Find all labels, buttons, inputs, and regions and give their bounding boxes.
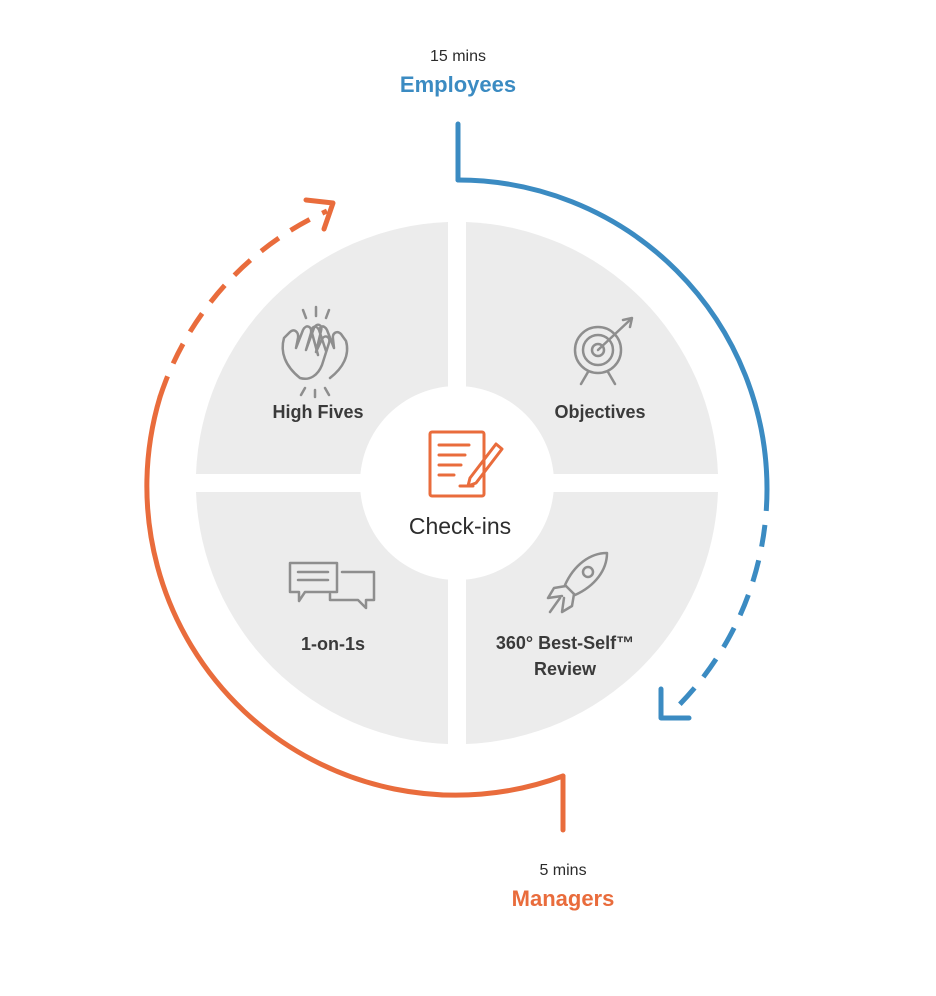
managers-dashed-arc [157, 208, 329, 398]
employees-dashed-arc [669, 488, 770, 715]
quadrant-bottom-right [466, 492, 718, 744]
best-self-review-label-line1: 360° Best-Self™ [496, 633, 634, 653]
quadrant-bottom-left [196, 492, 448, 744]
high-fives-label: High Fives [272, 402, 363, 422]
target-arrow-icon [573, 316, 634, 386]
managers-solid-arc [144, 394, 566, 798]
employees-duration: 15 mins [430, 48, 486, 65]
employees-solid-arc [455, 177, 770, 492]
objectives-label: Objectives [554, 402, 645, 422]
employees-cycle-arrow [455, 121, 770, 721]
chat-bubbles-icon [288, 561, 376, 610]
managers-duration: 5 mins [539, 862, 586, 879]
managers-label: Managers [512, 886, 615, 911]
center-hub [360, 386, 554, 580]
quadrant-disc [196, 222, 718, 744]
employees-label: Employees [400, 72, 516, 97]
quadrant-top-left [196, 222, 448, 474]
managers-cycle-arrow [144, 197, 566, 833]
rocket-icon [546, 551, 609, 614]
employees-arrowhead [658, 686, 692, 721]
high-five-hands-icon [281, 305, 349, 399]
best-self-review-label-line2: Review [534, 659, 597, 679]
checklist-pen-icon [428, 430, 504, 498]
managers-arrowhead [303, 197, 336, 232]
check-ins-label: Check-ins [409, 513, 511, 539]
one-on-ones-label: 1-on-1s [301, 634, 365, 654]
